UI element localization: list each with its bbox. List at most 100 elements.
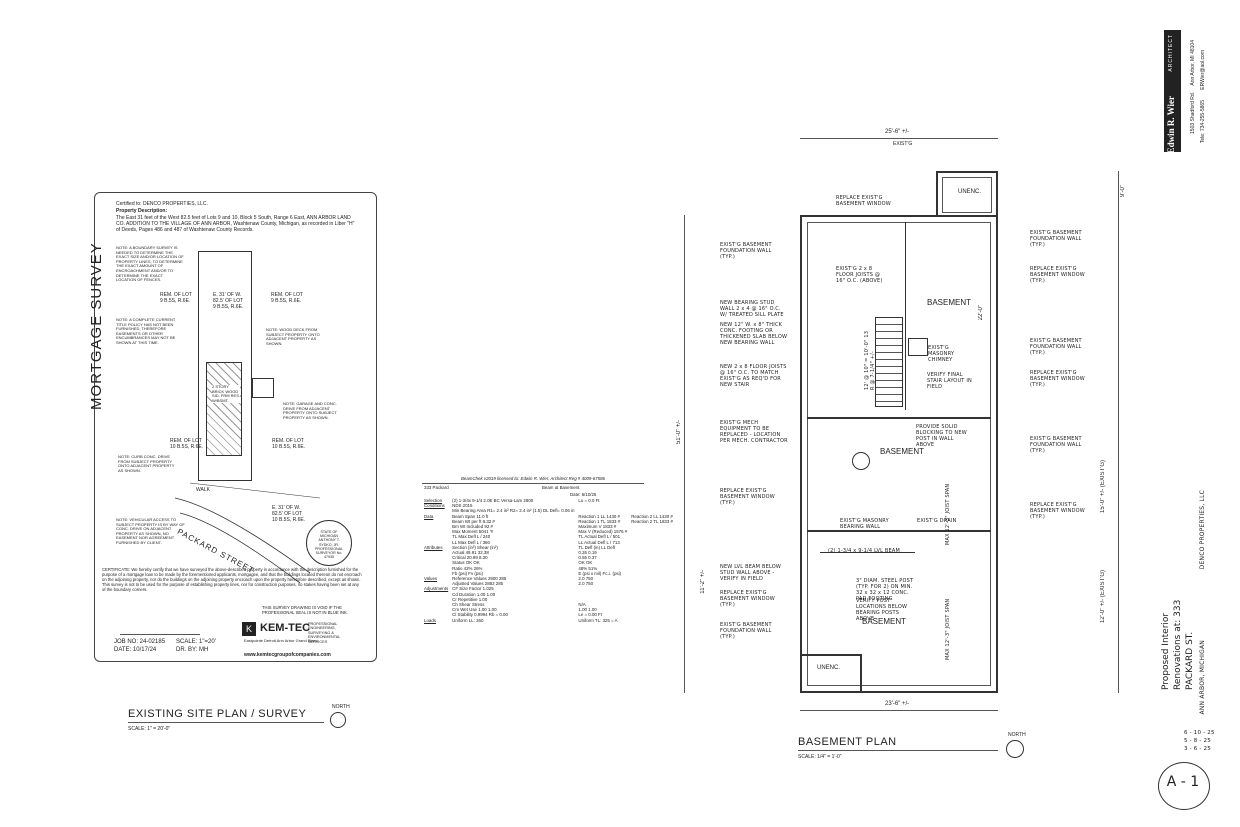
plan-center-note-3: EXIST'G MASONRY BEARING WALL	[840, 518, 889, 530]
beamchek-cell: Reaction 1 TL 1833 #	[578, 518, 621, 524]
site-plan-scale: SCALE: 1" = 20'-0"	[128, 726, 171, 732]
survey-note1: NOTE: A BOUNDARY SURVEY IS NEEDED TO DET…	[116, 245, 184, 283]
beamchek-cell: E (psi x mil) Fc⊥ (psi)	[578, 570, 622, 576]
stair-label: 12' @ 10" = 10'-0" 13 R @ 7-1/4" +/-	[864, 330, 876, 390]
beamchek-table: Selection (2) 1-3/4x 9-1/4 2.0E BC Versa-…	[422, 498, 675, 623]
dim-12: 12'-0" +/- (EXIST'G)	[1100, 570, 1106, 623]
beamchek-cell: LL Max Defl L / 360	[452, 539, 490, 545]
survey-scale: SCALE: 1"=20'	[176, 639, 216, 645]
beamchek-cell: 0.26 0.19	[578, 550, 597, 556]
street-lines	[174, 482, 320, 584]
plan-note-left-0: REPLACE EXIST'G BASEMENT WINDOW	[836, 195, 891, 207]
plan-center-note-2: PROVIDE SOLID BLOCKING TO NEW POST IN WA…	[916, 424, 967, 448]
dim-side: 51'-0" +/-	[676, 420, 682, 445]
plan-center-note-0: EXIST'G 2 x 8 FLOOR JOISTS @ 16" O.C. (A…	[836, 266, 883, 284]
lot-label-a: REM. OF LOT 9 B.5S, R.6E.	[160, 292, 192, 304]
beamchek-cell: Maximum V 1833 #	[578, 524, 617, 530]
masonry-bearing-wall-2	[807, 530, 991, 532]
dim-top: 25'-6" +/-	[885, 129, 910, 135]
plan-note-left-3: NEW 12" W. x 8" THICK CONC. FOOTING OR T…	[720, 322, 788, 346]
basement-plan-north-label: NORTH	[1008, 732, 1026, 738]
basement-plan-north-arrow-icon	[1006, 740, 1024, 758]
beamchek-row: Bm Wt Included 92 # Maximum V 1833 #	[422, 524, 675, 529]
beamchek-row-label: Selection	[424, 498, 443, 503]
survey-drawn-by: DR. BY: MH	[176, 647, 209, 653]
stair	[875, 317, 903, 407]
plan-note-right-3: REPLACE EXIST'G BASEMENT WINDOW (TYP.)	[1030, 370, 1085, 388]
basement-outer-wall	[800, 215, 998, 693]
beamchek-row-label: Attributes	[424, 544, 443, 550]
lvl-beam-line	[820, 552, 915, 553]
dim-11: 11'-2" +/-	[700, 570, 706, 594]
house-label: 2 STORY BRICK WOOD SID. FRM RES. W/BSMT.	[212, 384, 241, 404]
beamchek-cell: Cl Stability 0.9994 Rb = 0.00	[452, 612, 508, 618]
beamchek-row: Min Bearing Area R1= 2.4 in² R2= 2.4 in²…	[422, 508, 675, 513]
survey-prop-desc: The East 31 feet of the West 82.5 feet o…	[116, 215, 355, 233]
dim-line-bottom	[800, 710, 998, 711]
beamchek-cell: (2) 1-3/4x 9-1/4 2.0E BC Versa-Lam 2800	[452, 498, 534, 503]
plan-note-left-9: EXIST'G BASEMENT FOUNDATION WALL (TYP.)	[720, 622, 772, 640]
survey-note3: NOTE: WOOD DECK FROM SUBJECT PROPERTY ON…	[266, 327, 320, 346]
beamchek-cell: OK OK	[578, 560, 593, 566]
site-plan-north-arrow-icon	[330, 712, 346, 728]
plan-center-note-7: VERIFY POST LOCATIONS BELOW BEARING POST…	[856, 598, 908, 622]
unenc-top-label: UNENC.	[958, 189, 982, 195]
beamchek-cell: Fb (psi) Fv (psi)	[452, 570, 483, 576]
beamchek-row: Fb (psi) Fv (psi) E (psi x mil) Fc⊥ (psi)	[422, 571, 675, 576]
plan-note-right-5: REPLACE EXIST'G BASEMENT WINDOW (TYP.)	[1030, 502, 1085, 520]
lot-label-e: REM. OF LOT 10 B.5S, R.6E.	[272, 438, 306, 450]
architect-phone: Tele: 734-255-5865	[1200, 100, 1206, 144]
seal-text: STATE OF MICHIGAN ANTHONY T. SYDKO, JR. …	[315, 530, 343, 560]
plan-center-note-4: EXIST'G DRAIN	[917, 518, 957, 524]
new-bearing-wall	[905, 222, 906, 410]
plan-note-left-8: REPLACE EXIST'G BASEMENT WINDOW (TYP.)	[720, 590, 775, 608]
beamchek-cell: Max Moment 5041 '#	[452, 529, 494, 535]
survey-certificate: CERTIFICATE: We hereby certify that we h…	[102, 567, 362, 592]
architect-name: Edwin R. Wier	[1166, 96, 1176, 154]
revision-date-2: 5 - 8 - 25	[1184, 738, 1211, 744]
kemtec-offices: Eastpointe Detroit Ann Arbor Grand Blanc	[244, 638, 318, 643]
beamchek-cell: Beam Span 11.0 ft	[452, 513, 489, 519]
beamchek-cell: Reaction 2 LL 1430 #	[631, 513, 673, 519]
plan-note-left-6: REPLACE EXIST'G BASEMENT WINDOW (TYP.)	[720, 488, 775, 506]
beamchek-cell	[629, 618, 675, 623]
survey-prop-heading: Property Description:	[116, 208, 168, 214]
lot-boundary	[198, 251, 252, 481]
house-footprint	[206, 362, 242, 456]
beamchek-cell: Le = 0.00 Ft	[578, 612, 602, 618]
beamchek-cell: Cd Duration 1.00 1.00	[452, 591, 496, 597]
beamchek-cell: 0.55 0.37	[578, 555, 597, 561]
beamchek-cell: TL Actual Defl L / 501	[578, 534, 621, 540]
signature-line	[120, 622, 200, 635]
plan-center-note-5: (2) 1-3/4 x 9-1/4 LVL BEAM	[828, 548, 901, 554]
dim-9: 9'-0"	[1120, 185, 1126, 197]
surveyor-seal	[306, 520, 352, 566]
site-plan-title: EXISTING SITE PLAN / SURVEY	[128, 708, 307, 720]
beamchek-row-label: Data	[424, 513, 434, 519]
beamchek-row: Beam Wt per ft 8.32 #Reaction 1 TL 1833 …	[422, 519, 675, 524]
architect-address: 1503 Shadford Rd.	[1190, 92, 1196, 134]
masonry-chimney	[908, 338, 928, 356]
beamchek-cell: LL Actual Defl L / 713	[578, 539, 620, 545]
beamchek-row: Selection (2) 1-3/4x 9-1/4 2.0E BC Versa-…	[422, 498, 675, 503]
beamchek-date: Date: 6/10/25	[570, 492, 597, 497]
beamchek-panel: BeamChek v2019 licensed to: Edwin R. Wie…	[422, 476, 673, 623]
beamchek-row: Ratio 42% 26%48% 51%	[422, 566, 675, 571]
kemtec-logo: K	[242, 622, 256, 636]
site-plan-title-underline	[128, 722, 324, 723]
plan-note-right-1: REPLACE EXIST'G BASEMENT WINDOW (TYP.)	[1030, 266, 1085, 284]
beamchek-cell: Ratio 42% 26%	[452, 565, 483, 571]
project-client: DENCO PROPERTIES, LLC	[1199, 490, 1206, 570]
survey-note6: NOTE: VEHICULAR ACCESS TO SUBJECT PROPER…	[116, 517, 185, 545]
beamchek-cell: Bm Wt Included 92 #	[452, 524, 493, 530]
beamchek-cell: NDS 2015	[452, 503, 473, 509]
beamchek-row: LL Max Defl L / 360 LL Actual Defl L / 71…	[422, 540, 675, 545]
site-plan-north-label: NORTH	[332, 704, 350, 710]
